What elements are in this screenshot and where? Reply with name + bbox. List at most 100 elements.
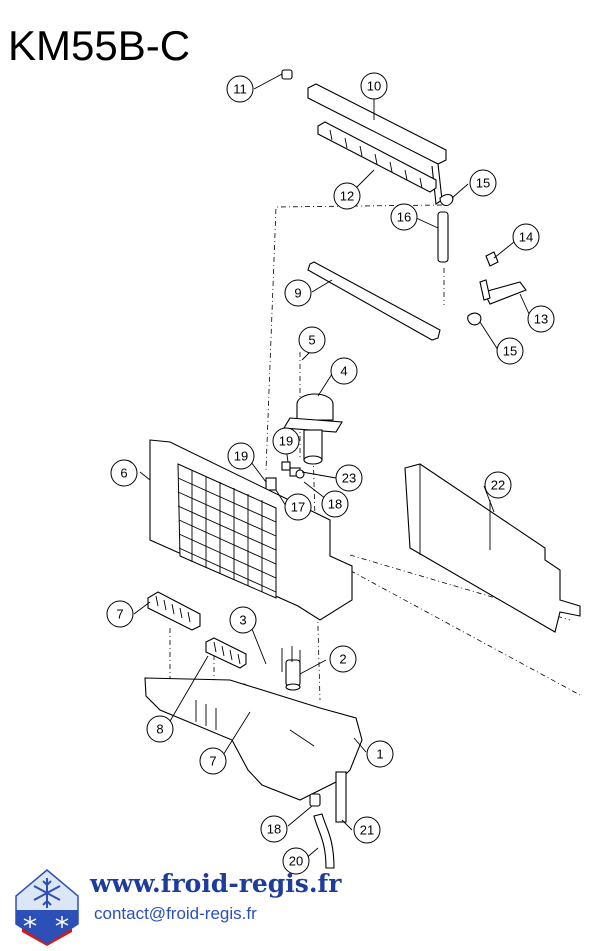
- part-12-spray-bar: [317, 121, 437, 193]
- part-1-water-tank: [144, 677, 363, 801]
- callout-circle: [282, 847, 310, 875]
- website-link[interactable]: www.froid-regis.fr: [90, 869, 342, 898]
- callout-number: 1: [376, 747, 383, 762]
- callout-circle: [272, 427, 300, 455]
- callout-circle: [484, 471, 512, 499]
- callout-c20: 20: [282, 847, 310, 875]
- callout-circle: [330, 357, 358, 385]
- callout-number: 16: [397, 210, 411, 225]
- callout-number: 6: [120, 466, 127, 481]
- part-19-23-fittings: [265, 461, 305, 491]
- callout-number: 9: [294, 286, 301, 301]
- callout-c21: 21: [353, 816, 381, 844]
- callout-number: 23: [342, 471, 356, 486]
- callout-circle: [146, 715, 174, 743]
- callout-number: 2: [339, 652, 346, 667]
- callout-c8: 8: [146, 715, 174, 743]
- callout-circle: [110, 459, 138, 487]
- callout-circle: [335, 464, 363, 492]
- callout-number: 7: [209, 754, 216, 769]
- part-22-rear-panel: [404, 463, 581, 633]
- part-18-fitting: [309, 793, 321, 807]
- callout-c18a: 18: [321, 490, 349, 518]
- callout-number: 18: [328, 497, 342, 512]
- callout-c10: 10: [360, 72, 388, 100]
- callout-circle: [229, 606, 257, 634]
- callout-c18b: 18: [260, 815, 288, 843]
- callout-number: 20: [289, 854, 303, 869]
- callout-c12: 12: [333, 182, 361, 210]
- callout-c13: 13: [527, 305, 555, 333]
- snowflake-icon: [33, 878, 61, 908]
- callout-number: 7: [116, 607, 123, 622]
- callout-number: 10: [367, 79, 381, 94]
- callout-c3: 3: [229, 606, 257, 634]
- part-7-nozzle-block-a: [147, 591, 201, 631]
- snowflake-logo: [15, 869, 79, 946]
- callout-number: 14: [519, 230, 533, 245]
- callout-number: 3: [239, 613, 246, 628]
- callout-number: 17: [291, 500, 305, 515]
- part-6-front-panel: [149, 439, 353, 621]
- callout-circle: [333, 182, 361, 210]
- callout-number: 22: [491, 478, 505, 493]
- callout-circle: [512, 223, 540, 251]
- callout-number: 15: [476, 176, 490, 191]
- callout-number: 19: [234, 449, 248, 464]
- callout-c5: 5: [298, 326, 326, 354]
- callout-c14: 14: [512, 223, 540, 251]
- callout-c6: 6: [110, 459, 138, 487]
- callout-number: 5: [308, 333, 315, 348]
- callout-c19a: 19: [272, 427, 300, 455]
- part-10-top-rail: [307, 83, 447, 205]
- part-15-clip-lower: [467, 312, 482, 326]
- callout-circle: [199, 747, 227, 775]
- callout-leader-lines: [133, 73, 531, 861]
- callout-number: 18: [267, 822, 281, 837]
- callout-number: 12: [340, 189, 354, 204]
- callout-circle: [298, 326, 326, 354]
- callout-c7a: 7: [106, 600, 134, 628]
- callout-c11: 11: [226, 75, 254, 103]
- small-snowflake-icon: [23, 916, 69, 928]
- callout-c9: 9: [284, 279, 312, 307]
- callout-circle: [260, 815, 288, 843]
- part-11-end-cap: [281, 69, 293, 80]
- callout-number: 21: [360, 823, 374, 838]
- part-15-clip-top: [439, 193, 454, 207]
- callout-c16: 16: [390, 203, 418, 231]
- callout-number: 13: [534, 312, 548, 327]
- callout-c7b: 7: [199, 747, 227, 775]
- callout-c22: 22: [484, 471, 512, 499]
- callout-c15b: 15: [496, 337, 524, 365]
- callout-c15a: 15: [469, 169, 497, 197]
- callout-number: 19: [279, 434, 293, 449]
- contact-email-link[interactable]: contact@froid-regis.fr: [94, 904, 257, 923]
- callout-circle: [496, 337, 524, 365]
- part-2-float-switch: [281, 646, 301, 691]
- callout-circle: [390, 203, 418, 231]
- logo-red-band: [22, 928, 72, 946]
- diagram-title: KM55B-C: [8, 22, 191, 69]
- callout-c2: 2: [329, 645, 357, 673]
- callout-circle: [353, 816, 381, 844]
- callout-c17: 17: [284, 493, 312, 521]
- callout-circle: [227, 442, 255, 470]
- callout-c23: 23: [335, 464, 363, 492]
- callout-circle: [366, 740, 394, 768]
- part-20-hose: [313, 813, 335, 869]
- part-8-nozzle-block: [205, 637, 247, 669]
- callout-number: 15: [503, 344, 517, 359]
- callout-circle: [527, 305, 555, 333]
- callout-c1: 1: [366, 740, 394, 768]
- part-14-clip: [485, 251, 499, 267]
- callout-number: 4: [340, 364, 347, 379]
- callout-circle: [284, 493, 312, 521]
- logo-shield-lower: [16, 910, 78, 944]
- callout-circle: [469, 169, 497, 197]
- part-9-lower-rail: [307, 261, 441, 341]
- part-13-tube: [479, 279, 527, 305]
- callout-number: 11: [233, 82, 247, 97]
